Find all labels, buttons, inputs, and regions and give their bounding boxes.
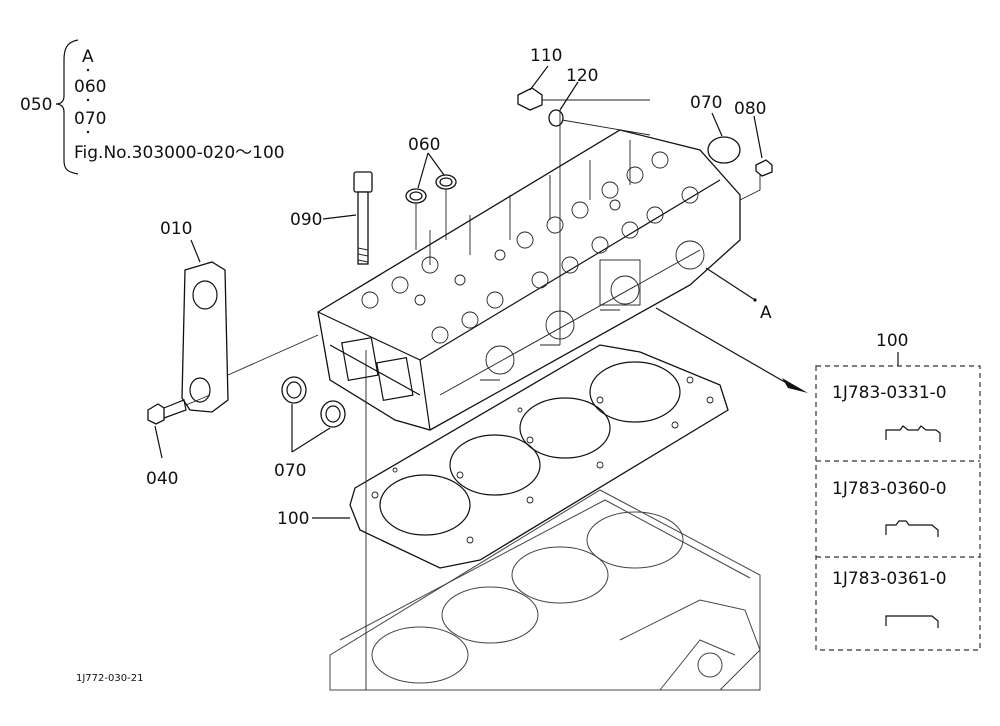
note-line-060: 060: [74, 77, 106, 97]
washer-120: [548, 109, 651, 136]
label-point-a: A: [760, 303, 772, 323]
note-bracket: [55, 39, 79, 175]
note-dot: [86, 130, 90, 134]
head-gasket: [349, 344, 729, 569]
cylinder-head: [317, 129, 741, 431]
label-100-gasket: 100: [277, 509, 309, 529]
variant-item-1: 1J783-0331-0: [832, 383, 947, 403]
label-050: 050: [20, 95, 52, 115]
note-line-a: A: [82, 47, 94, 67]
label-010: 010: [160, 219, 192, 239]
label-070-top: 070: [690, 93, 722, 113]
plug-110: [517, 87, 650, 111]
label-120: 120: [566, 66, 598, 86]
bolt-040: [147, 394, 211, 425]
valve-seals-060: [405, 174, 457, 250]
note-dot: [86, 68, 90, 72]
variant-profile-1: [885, 425, 941, 442]
variant-profile-3: [885, 615, 939, 628]
plug-070-bottom: [281, 376, 346, 428]
variant-box-ref: 100: [876, 331, 908, 351]
label-090: 090: [290, 210, 322, 230]
figure-id: 1J772-030-21: [76, 673, 143, 684]
note-group-050: 050 A 060 070 Fig.No.303000-020～100: [20, 39, 285, 175]
variant-profile-2: [885, 520, 939, 537]
variant-item-2: 1J783-0360-0: [832, 479, 947, 499]
variant-item-3: 1J783-0361-0: [832, 569, 947, 589]
leader-lines: [154, 65, 808, 690]
note-dot: [86, 98, 90, 102]
label-110: 110: [530, 46, 562, 66]
label-040: 040: [146, 469, 178, 489]
label-070-bottom: 070: [274, 461, 306, 481]
lifting-plate: [181, 261, 319, 413]
variant-box-frame: [815, 365, 981, 651]
cylinder-block: [329, 489, 761, 691]
plug-070-top: [707, 136, 741, 164]
plug-080: [739, 159, 773, 201]
part-labels: 010 040 060 070 070 080 090 100 110 120 …: [146, 46, 772, 529]
label-060: 060: [408, 135, 440, 155]
note-line-070: 070: [74, 109, 106, 129]
note-line-fig: Fig.No.303000-020～100: [74, 143, 285, 163]
head-bolt-090: [353, 171, 373, 265]
label-080: 080: [734, 99, 766, 119]
gasket-variant-box: 100 1J783-0331-0 1J783-0360-0 1J783-0361…: [815, 331, 981, 651]
